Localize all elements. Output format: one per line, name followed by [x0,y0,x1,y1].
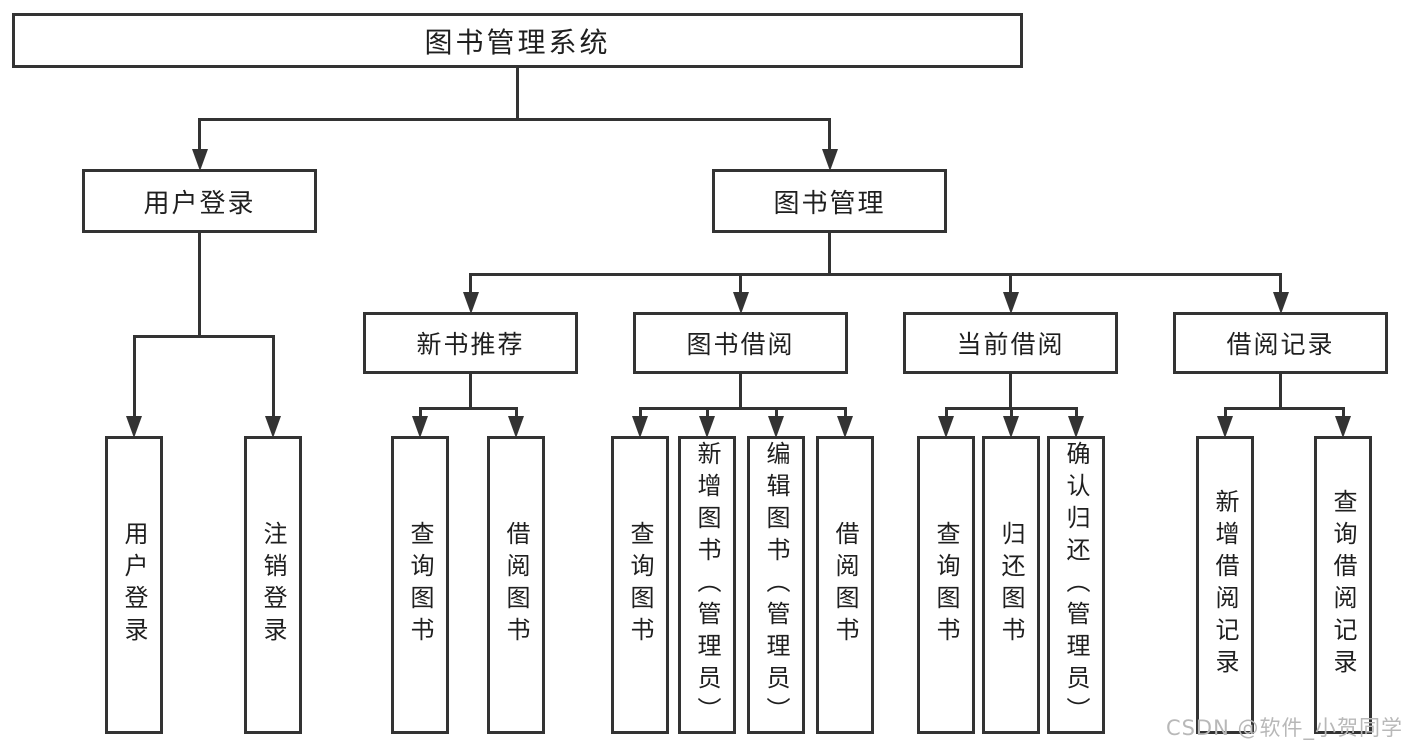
arrow-down-icon [191,149,208,171]
diagram-node-user-login: 用户登录 [82,169,317,233]
connector-drop [1223,407,1227,420]
connector-drop [271,335,275,420]
connector-drop [1074,407,1078,420]
connector-stem [198,232,201,338]
node-label-add-books: 新增图书（管理员） [693,441,721,729]
diagram-node-new-book-recommend: 新书推荐 [363,312,578,374]
diagram-node-borrowing-records: 借阅记录 [1173,312,1388,374]
node-label-add-borrow-record: 新增借阅记录 [1211,489,1239,681]
node-label-borrowing-records: 借阅记录 [1226,330,1335,359]
diagram-node-borrow-books-1: 借阅图书 [487,436,545,734]
diagram-node-query-books-2: 查询图书 [611,436,669,734]
connector-branch-line [132,335,275,338]
connector-stem [828,232,831,276]
connector-stem [516,67,519,121]
arrow-down-icon [699,416,715,438]
node-label-query-books-1: 查询图书 [406,521,434,649]
diagram-node-logout-leaf: 注销登录 [244,436,302,734]
connector-drop [514,407,518,420]
node-label-borrow-books-2: 借阅图书 [831,521,859,649]
diagram-node-current-borrowing: 当前借阅 [903,312,1118,374]
diagram-node-query-books-1: 查询图书 [391,436,449,734]
connector-branch-line [638,407,847,410]
node-label-new-book-recommend: 新书推荐 [416,330,525,359]
connector-drop [843,407,847,420]
diagram-node-book-management: 图书管理 [712,169,947,233]
connector-drop [1341,407,1345,420]
node-label-confirm-return: 确认归还（管理员） [1062,441,1090,729]
node-label-logout-leaf: 注销登录 [259,521,287,649]
arrow-down-icon [632,416,648,438]
diagram-node-confirm-return: 确认归还（管理员） [1047,436,1105,734]
diagram-node-return-books: 归还图书 [982,436,1040,734]
connector-drop [198,118,201,153]
arrow-down-icon [508,416,524,438]
connector-drop [1009,407,1013,420]
arrow-down-icon [732,292,749,314]
diagram-node-add-books: 新增图书（管理员） [678,436,736,734]
arrow-down-icon [1002,292,1019,314]
connector-drop [638,407,642,420]
diagram-node-borrow-books-2: 借阅图书 [816,436,874,734]
arrow-down-icon [1272,292,1289,314]
node-label-user-login: 用户登录 [143,188,256,219]
connector-branch-line [1223,407,1345,410]
node-label-query-books-3: 查询图书 [932,521,960,649]
node-label-user-login-leaf: 用户登录 [120,521,148,649]
diagram-node-root: 图书管理系统 [12,13,1023,68]
connector-drop [944,407,948,420]
diagram-node-user-login-leaf: 用户登录 [105,436,163,734]
connector-drop [418,407,422,420]
connector-drop [1279,273,1282,296]
connector-drop [828,118,831,153]
diagram-node-edit-books: 编辑图书（管理员） [747,436,805,734]
connector-stem [1279,373,1282,410]
connector-drop [705,407,709,420]
node-label-return-books: 归还图书 [997,521,1025,649]
connector-branch-line [469,273,1282,276]
node-label-edit-books: 编辑图书（管理员） [762,441,790,729]
connector-stem [739,373,742,410]
arrow-down-icon [1068,416,1084,438]
node-label-current-borrowing: 当前借阅 [956,330,1065,359]
node-label-query-borrow-record: 查询借阅记录 [1329,489,1357,681]
arrow-down-icon [462,292,479,314]
connector-branch-line [198,118,831,121]
arrow-down-icon [1217,416,1233,438]
arrow-down-icon [1335,416,1351,438]
node-label-book-management: 图书管理 [773,188,886,219]
arrow-down-icon [768,416,784,438]
diagram-node-add-borrow-record: 新增借阅记录 [1196,436,1254,734]
arrow-down-icon [1003,416,1019,438]
node-label-book-borrowing: 图书借阅 [686,330,795,359]
connector-drop [1009,273,1012,296]
arrow-down-icon [938,416,954,438]
arrow-down-icon [837,416,853,438]
diagram-node-book-borrowing: 图书借阅 [633,312,848,374]
connector-stem [469,373,472,410]
arrow-down-icon [265,416,281,438]
connector-stem [1009,373,1012,410]
arrow-down-icon [412,416,428,438]
diagram-node-query-books-3: 查询图书 [917,436,975,734]
connector-drop [469,273,472,296]
connector-branch-line [418,407,518,410]
watermark-text: CSDN @软件_小贺同学 [1165,716,1403,740]
node-label-query-books-2: 查询图书 [626,521,654,649]
node-label-root: 图书管理系统 [424,25,611,59]
arrow-down-icon [821,149,838,171]
connector-drop [739,273,742,296]
arrow-down-icon [126,416,142,438]
node-label-borrow-books-1: 借阅图书 [502,521,530,649]
connector-drop [774,407,778,420]
connector-drop [132,335,136,420]
diagram-node-query-borrow-record: 查询借阅记录 [1314,436,1372,734]
